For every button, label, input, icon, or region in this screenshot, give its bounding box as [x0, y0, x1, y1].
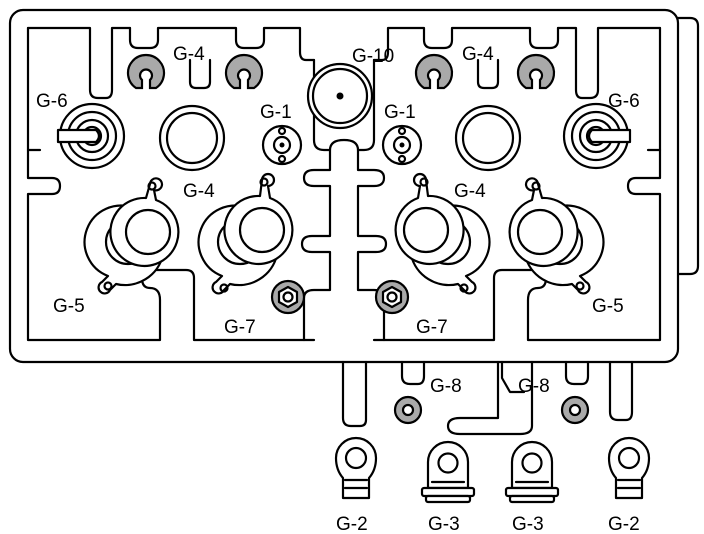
- label-g3-left: G-3: [428, 514, 460, 534]
- lower-runner: [500, 360, 526, 394]
- g8-grommet-left: [393, 395, 423, 425]
- label-g8-right: G-8: [518, 376, 550, 397]
- lower-runner: [400, 360, 426, 386]
- g4-grommet: [126, 53, 166, 90]
- label-g5-left: G-5: [53, 296, 85, 317]
- g3-terminal-left: [420, 440, 476, 504]
- frame-border: [26, 26, 132, 100]
- sprue-arm: [188, 58, 212, 90]
- g1-grommet-right: [381, 124, 423, 166]
- label-g6-right: G-6: [608, 91, 640, 112]
- label-g4-mid-left: G-4: [183, 181, 215, 202]
- round-grommet-left: [158, 104, 226, 172]
- g3-terminal-right: [504, 440, 560, 504]
- g7-grommet-left: [270, 279, 306, 315]
- lower-tab-frame: [341, 360, 368, 428]
- center-runner: [328, 138, 360, 152]
- g7-grommet-right: [374, 279, 410, 315]
- round-grommet-right: [454, 104, 522, 172]
- g2-terminal-right: [607, 436, 651, 500]
- label-g5-right: G-5: [592, 296, 624, 317]
- g4-clip-right: [394, 172, 491, 295]
- lower-runner: [564, 360, 590, 386]
- frame-border: [26, 26, 316, 342]
- lower-tab-frame: [608, 360, 634, 422]
- frame-border: [128, 26, 316, 62]
- label-g8-left: G-8: [430, 376, 462, 397]
- sheet-outline: [8, 8, 680, 364]
- label-g2-left: G-2: [336, 514, 368, 534]
- frame-border: [372, 26, 560, 62]
- label-g2-right: G-2: [608, 514, 640, 534]
- g5-clip-right: [508, 177, 605, 295]
- label-g10: G-10: [352, 46, 394, 67]
- g4-grommet: [414, 53, 454, 90]
- lower-runner: [446, 360, 534, 436]
- label-g1-right: G-1: [384, 102, 416, 123]
- frame-border: [556, 26, 662, 100]
- g8-grommet-right: [560, 395, 590, 425]
- g4-clip-left: [197, 172, 294, 295]
- label-g7-left: G-7: [224, 317, 256, 338]
- g1-grommet-left: [261, 124, 303, 166]
- label-g7-right: G-7: [416, 317, 448, 338]
- g6-grommet-left: [56, 102, 126, 170]
- frame-border: [372, 26, 662, 342]
- g2-terminal-left: [334, 436, 378, 500]
- label-g4-mid-right: G-4: [454, 181, 486, 202]
- side-tab: [674, 16, 700, 276]
- label-g3-right: G-3: [512, 514, 544, 534]
- g4-grommet: [224, 53, 264, 90]
- label-g4-top-left: G-4: [173, 44, 205, 65]
- g10-grommet: [306, 62, 374, 130]
- g5-clip-left: [83, 177, 180, 295]
- label-g6-left: G-6: [36, 91, 68, 112]
- g4-grommet: [516, 53, 556, 90]
- sprue-arm: [476, 58, 500, 90]
- label-g4-top-right: G-4: [462, 44, 494, 65]
- label-g1-left: G-1: [260, 102, 292, 123]
- g6-grommet-right: [562, 102, 632, 170]
